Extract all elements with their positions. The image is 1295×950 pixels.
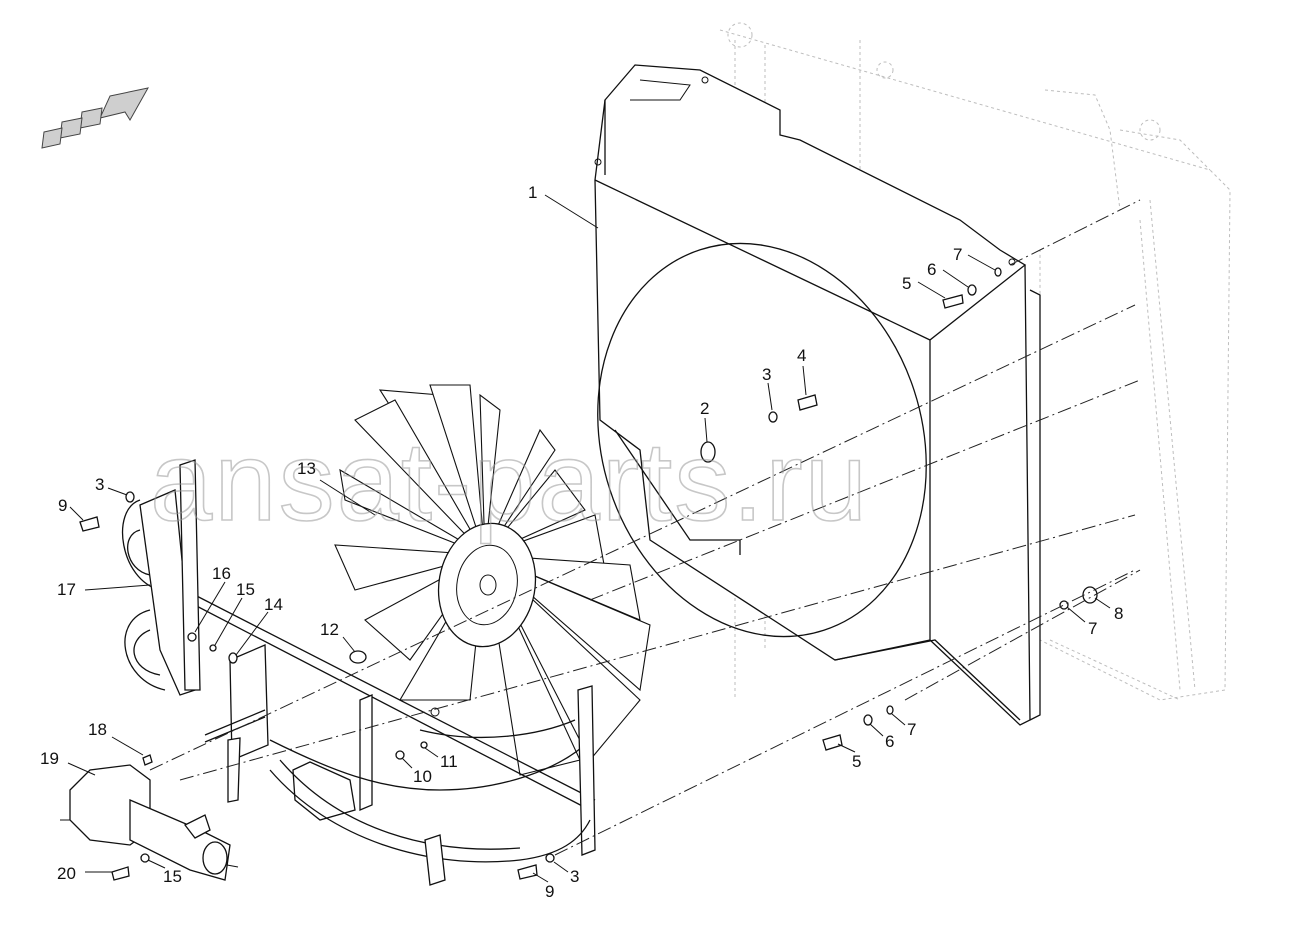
callout-8: 8 [1114,604,1123,623]
callout-18: 18 [88,720,107,739]
callout-9: 9 [545,882,554,901]
callout-2: 2 [700,399,709,418]
direction-arrow-icon [41,87,149,149]
hardware-bolts-washers [79,267,1098,881]
callout-1: 1 [528,183,537,202]
callout-7: 7 [953,245,962,264]
fan-shroud [594,64,1041,726]
assembly-axis-lines [149,199,1141,856]
callout-6: 6 [885,732,894,751]
callout-labels: 1 2 3 4 5 6 7 8 7 5 6 7 3 9 17 13 12 10 … [40,183,1123,901]
callout-13: 13 [297,459,316,478]
callout-20: 20 [57,864,76,883]
callout-3: 3 [570,867,579,886]
callout-6: 6 [927,260,936,279]
callout-4: 4 [797,346,806,365]
callout-16: 16 [212,564,231,583]
callout-17: 17 [57,580,76,599]
callout-5: 5 [902,274,911,293]
callout-15: 15 [236,580,255,599]
callout-leader-lines [67,194,1111,883]
callout-7: 7 [1088,619,1097,638]
callout-5: 5 [852,752,861,771]
callout-9: 9 [58,496,67,515]
callout-3: 3 [762,365,771,384]
watermark-text: ansat-parts.ru [150,419,869,544]
fan-gearbox [60,764,239,881]
callout-14: 14 [264,595,283,614]
fan-guard-frame [121,459,596,886]
callout-15: 15 [163,867,182,886]
callout-12: 12 [320,620,339,639]
cooling-fan [334,384,651,776]
callout-3: 3 [95,475,104,494]
callout-10: 10 [413,767,432,786]
callout-19: 19 [40,749,59,768]
callout-7: 7 [907,720,916,739]
callout-11: 11 [440,752,458,771]
